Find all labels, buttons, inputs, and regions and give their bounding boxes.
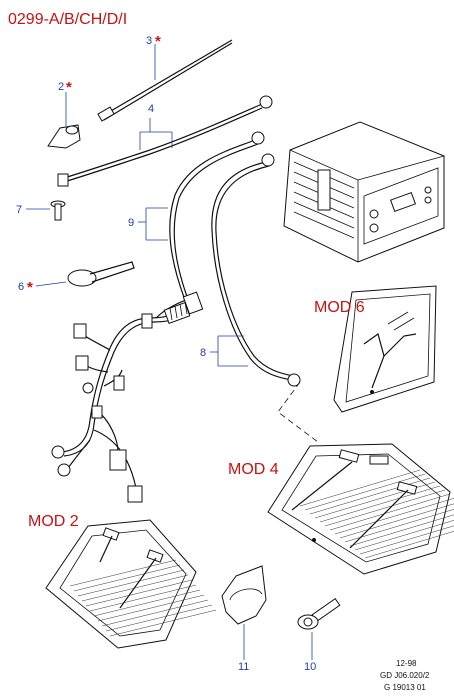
heater-grid-line <box>85 579 193 607</box>
footer-date: 12-98 <box>396 659 417 668</box>
heater-grid-line <box>309 477 431 515</box>
screw-part-7 <box>26 200 66 221</box>
side-window-mod-6 <box>333 285 437 413</box>
label-mod-6: MOD 6 <box>314 299 365 316</box>
rear-window-mod-2 <box>45 519 217 649</box>
heater-grid-line <box>339 503 454 539</box>
clip-part-11 <box>221 565 267 660</box>
heater-grid-line <box>354 520 454 551</box>
heater-grid-line <box>105 604 213 632</box>
heater-grid-line <box>109 609 217 637</box>
callout-6-star: * <box>27 279 33 296</box>
heater-grid-line <box>344 509 454 543</box>
label-mod-4: MOD 4 <box>228 461 279 478</box>
callout-3: 3 <box>146 35 152 47</box>
callout-10: 10 <box>304 661 316 673</box>
antenna-base-part-2 <box>47 92 81 149</box>
radio-unit <box>283 121 445 263</box>
heater-grid-line <box>334 498 454 535</box>
heater-grid-line <box>319 485 441 523</box>
rear-window-mod-4 <box>267 443 454 575</box>
callout-11: 11 <box>238 661 249 673</box>
heater-grid-line <box>324 489 446 527</box>
callout-7: 7 <box>16 204 22 216</box>
cable-tie-part-6 <box>35 261 135 287</box>
callout-2-star: * <box>66 79 72 96</box>
rod-antenna-part-3 <box>97 39 233 122</box>
heater-grid-line <box>364 531 454 559</box>
bolt-part-10 <box>297 597 341 660</box>
heater-grid-line <box>69 559 177 587</box>
heater-grid-line <box>359 525 454 555</box>
cable-part-9 <box>138 131 265 303</box>
heater-grid-line <box>329 493 451 531</box>
footer-ref-1: GD J06.020/2 <box>380 671 430 680</box>
callout-6: 6 <box>18 281 24 293</box>
wiring-harness <box>51 291 204 503</box>
callout-9: 9 <box>128 217 134 229</box>
heater-grid-line <box>101 599 209 627</box>
heater-grid-line <box>299 469 421 507</box>
callout-8: 8 <box>200 347 206 359</box>
footer-ref-2: G 19013 01 <box>384 683 426 692</box>
heater-grid-line <box>77 569 185 597</box>
heater-grid-line <box>89 584 197 612</box>
cable-part-8 <box>210 153 301 387</box>
callout-2: 2 <box>58 81 64 93</box>
label-mod-2: MOD 2 <box>28 513 79 530</box>
heater-grid-line <box>73 564 181 592</box>
antenna-cable-part-4 <box>57 95 273 187</box>
heater-grid-line <box>304 473 426 511</box>
callout-4: 4 <box>148 103 154 115</box>
heater-grid-line <box>93 589 201 617</box>
heater-grid-line <box>349 514 454 547</box>
heater-grid-line <box>97 594 205 622</box>
callout-3-star: * <box>155 33 161 50</box>
page-title: 0299-A/B/CH/D/I <box>8 11 127 28</box>
